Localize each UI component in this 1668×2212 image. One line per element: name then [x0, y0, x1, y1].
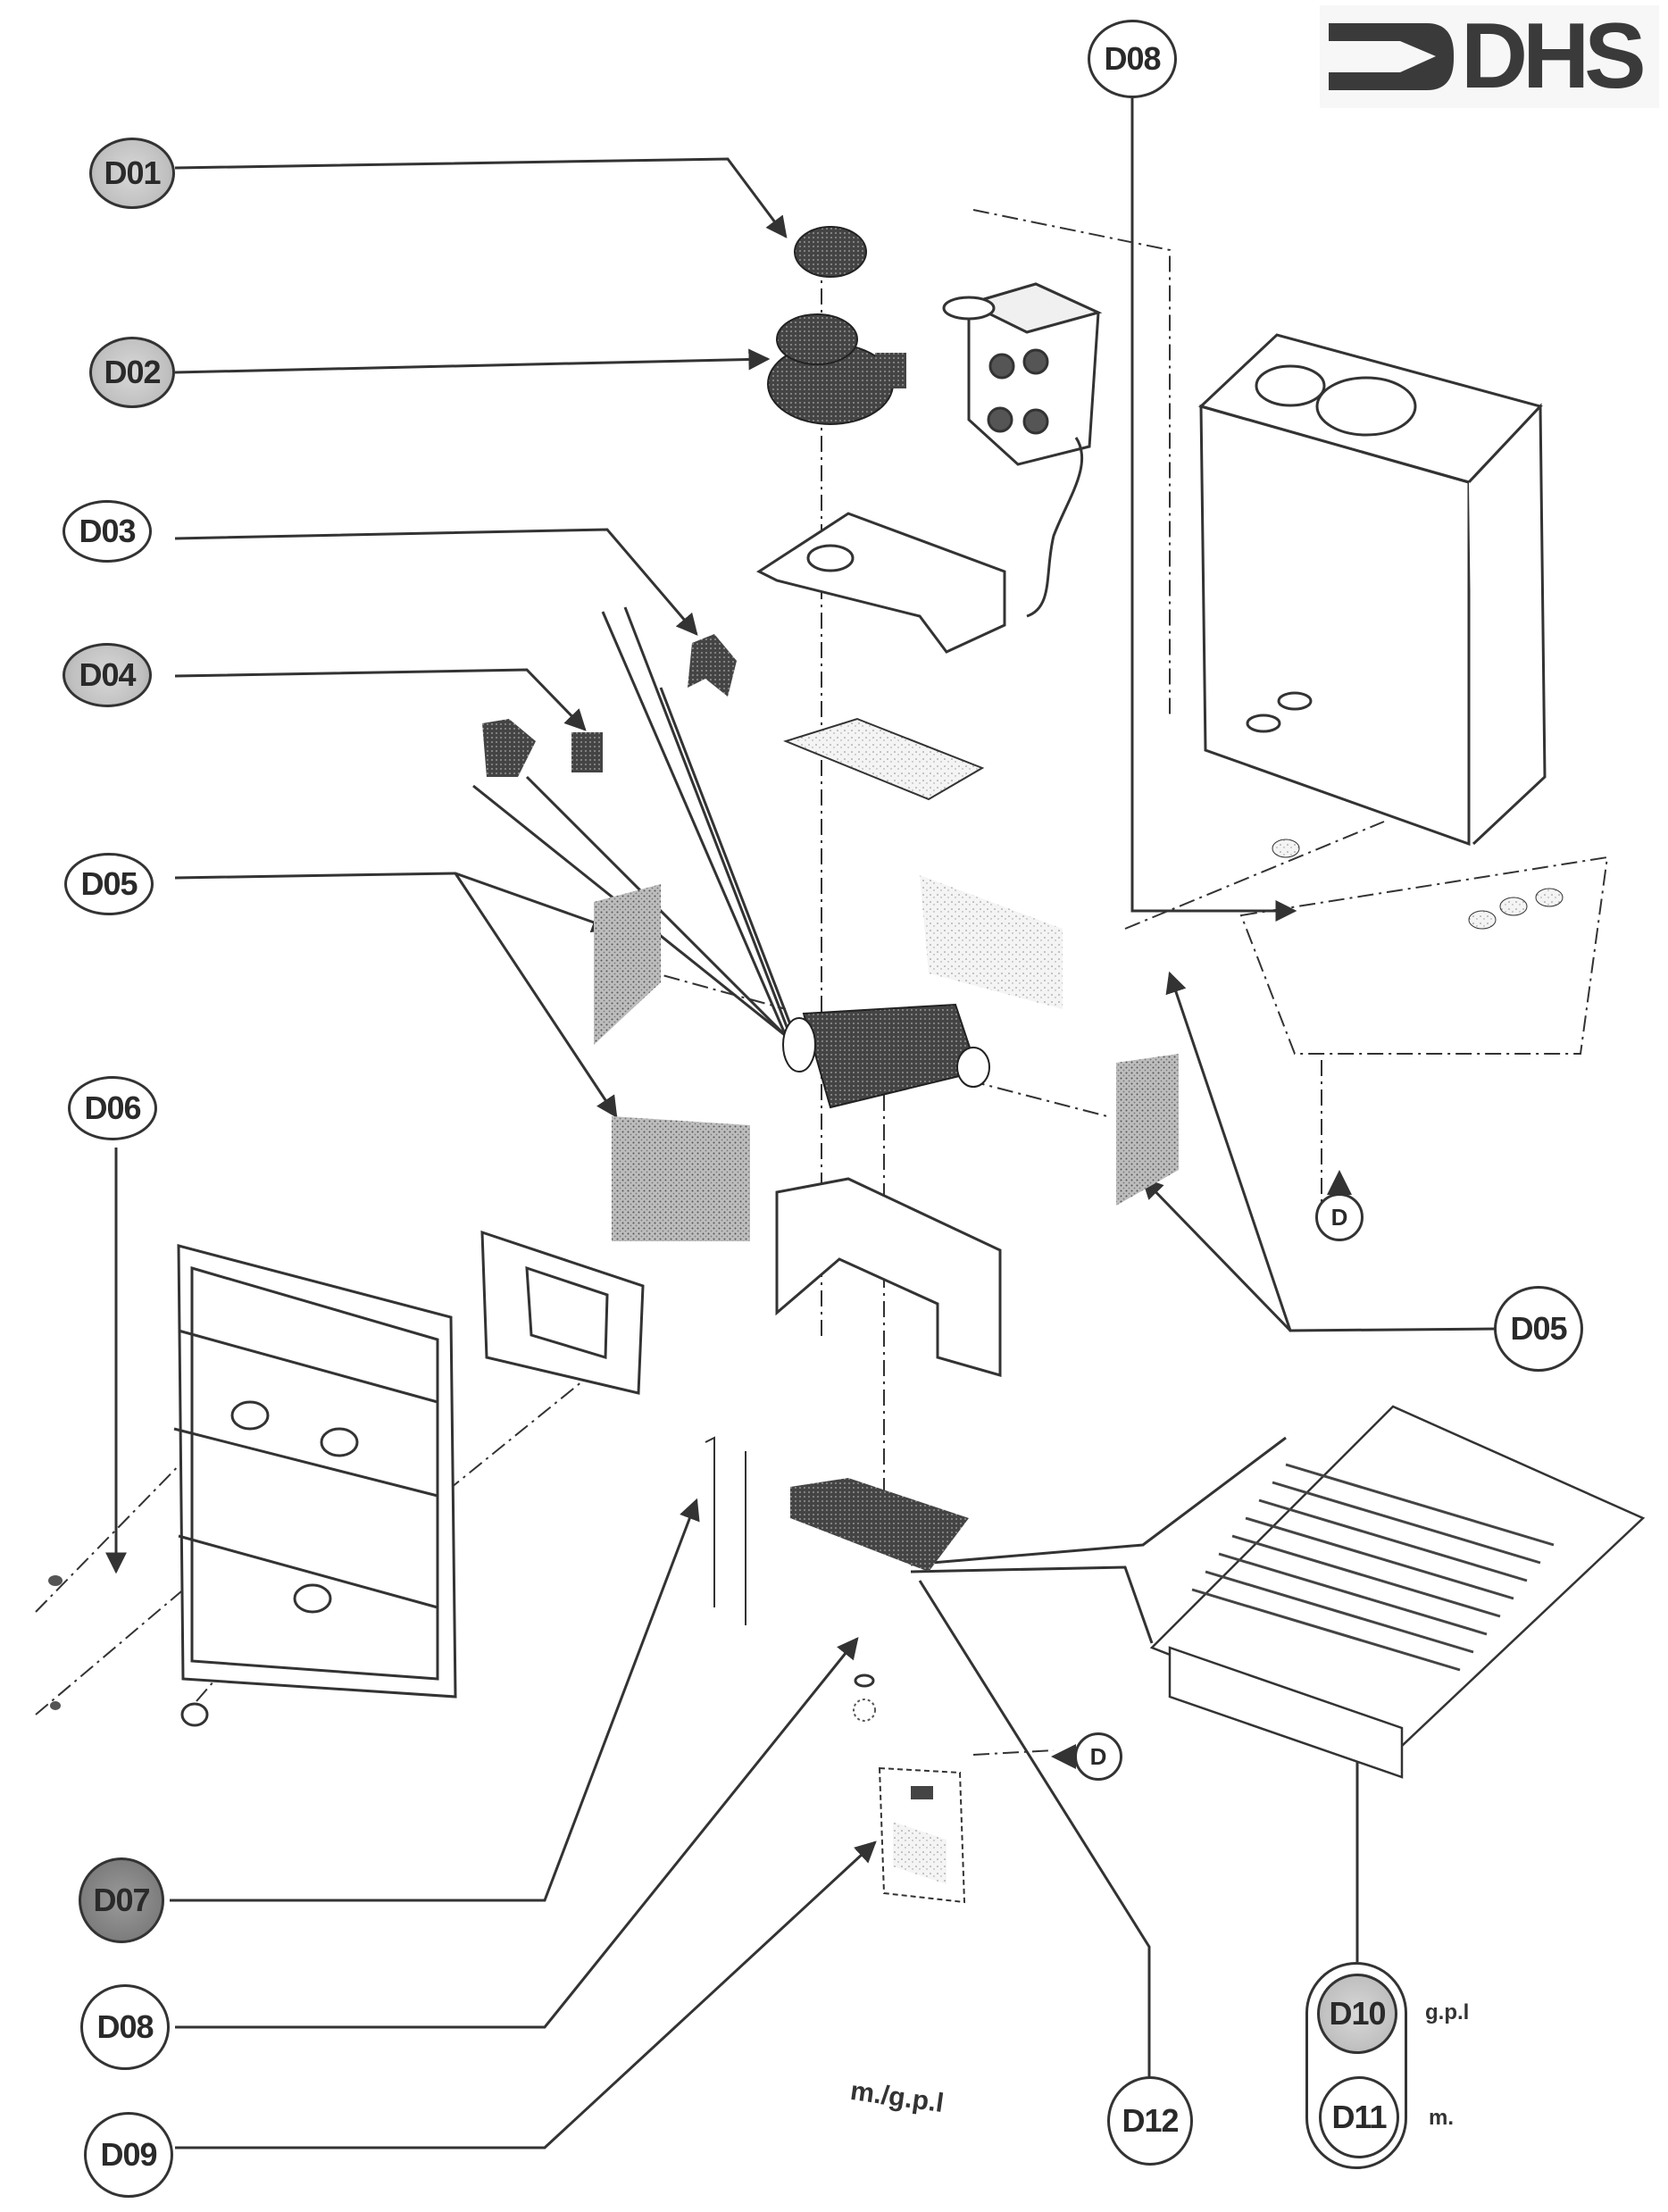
part-burner-grid: [790, 1478, 969, 1572]
part-gas-valve: [878, 1766, 966, 1904]
callout-d08-top[interactable]: D08: [1088, 20, 1177, 98]
part-insulation-left-side: [594, 884, 661, 1045]
part-burner: [1149, 1405, 1646, 1779]
part-heat-exchanger: [782, 1003, 990, 1109]
burner-variant-group: [1305, 1962, 1407, 2169]
triangle-pointer-icon: [1051, 1744, 1076, 1769]
callout-d01[interactable]: D01: [89, 138, 175, 209]
callout-d04[interactable]: D04: [63, 643, 152, 707]
part-deflector: [783, 717, 985, 801]
callout-d10[interactable]: D10: [1317, 1974, 1397, 2054]
leader-d05-left-a: [174, 872, 614, 933]
part-casing: [1198, 333, 1547, 847]
part-insulation-right-side: [1116, 1054, 1179, 1206]
arrow-bracket-icon: [1329, 23, 1454, 90]
callout-d09[interactable]: D09: [84, 2112, 173, 2198]
reference-marker-d-lower: D: [1074, 1732, 1122, 1781]
callout-d12[interactable]: D12: [1107, 2076, 1193, 2166]
part-chamber-frame: [775, 1177, 1002, 1377]
callout-d03[interactable]: D03: [63, 500, 152, 563]
variant-label-m: m.: [1429, 2106, 1455, 2130]
part-hood: [755, 512, 1006, 654]
part-clip: [688, 634, 737, 697]
leader-d03: [174, 528, 698, 636]
leader-d04: [174, 668, 587, 731]
reference-marker-d-upper: D: [1315, 1193, 1364, 1241]
part-front-inner-panel: [480, 1230, 645, 1395]
leader-d12: [918, 1580, 1151, 2092]
part-fan: [767, 313, 906, 425]
part-fan-cap: [794, 226, 867, 278]
leader-d07: [170, 1498, 700, 1902]
triangle-pointer-icon: [1327, 1170, 1352, 1195]
callout-d06[interactable]: D06: [68, 1076, 157, 1140]
callout-d02[interactable]: D02: [89, 337, 175, 408]
part-insulation-back-right: [920, 875, 1063, 1009]
leader-d05-right-b: [1141, 1177, 1292, 1332]
leader-d05-left-b: [454, 872, 618, 1119]
brand-name: DHS: [1461, 4, 1647, 108]
part-insulation-back: [612, 1116, 750, 1241]
part-sensor: [482, 719, 603, 777]
brand-logo: DHS: [1320, 5, 1659, 108]
callout-d08-bottom[interactable]: D08: [80, 1984, 170, 2070]
leader-d08-bottom: [175, 1637, 859, 2029]
leader-d02: [174, 348, 771, 374]
callout-d11[interactable]: D11: [1319, 2076, 1399, 2158]
callout-d07[interactable]: D07: [79, 1857, 164, 1943]
leader-d01: [174, 157, 788, 238]
part-air-box: [942, 282, 1103, 618]
part-electrodes: [705, 1436, 746, 1625]
leader-d05-right: [1165, 971, 1497, 1332]
leader-d09: [175, 1841, 877, 2149]
part-front-cover: [173, 1244, 457, 1699]
variant-label-gpl: g.p.l: [1425, 2000, 1470, 2024]
leader-d08-top: [1130, 96, 1297, 922]
callout-d05-right[interactable]: D05: [1494, 1286, 1583, 1372]
callout-d05-left[interactable]: D05: [64, 853, 154, 915]
